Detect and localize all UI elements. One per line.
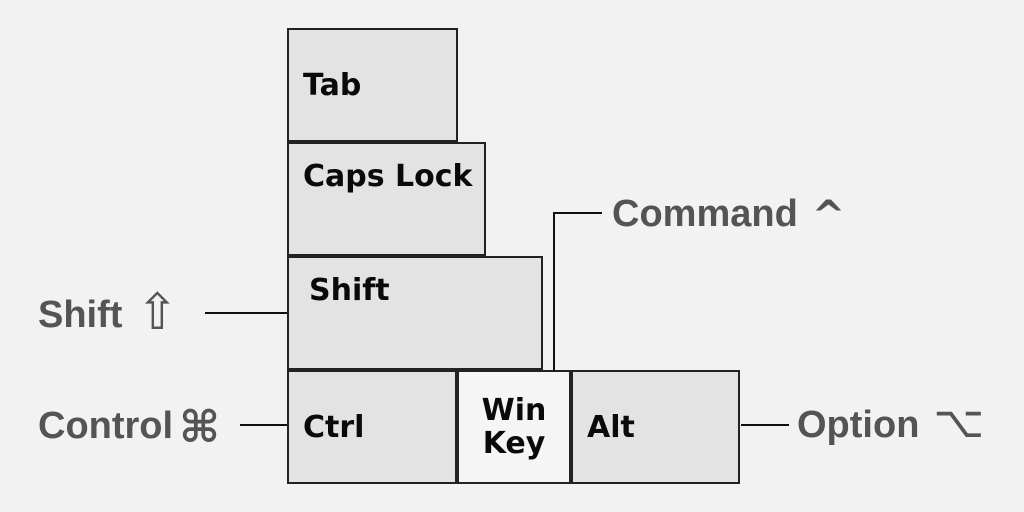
connector-line-option	[741, 424, 789, 426]
option-symbol-icon: ⌥	[933, 397, 985, 448]
annotation-control: Control ⌘	[38, 402, 220, 453]
annotation-shift: Shift ⇧	[38, 283, 179, 341]
key-win: Win Key	[457, 370, 571, 484]
key-tab-label: Tab	[303, 67, 362, 103]
annotation-option: Option ⌥	[797, 397, 985, 448]
annotation-command-text: Command	[612, 193, 798, 235]
connector-line-shift	[205, 312, 287, 314]
shift-arrow-icon: ⇧	[136, 283, 179, 341]
annotation-shift-text: Shift	[38, 294, 123, 336]
annotation-option-text: Option	[797, 404, 920, 446]
key-alt: Alt	[571, 370, 740, 484]
key-win-label-line2: Key	[482, 426, 546, 461]
caret-symbol-icon: ^	[811, 193, 846, 239]
key-tab: Tab	[287, 28, 458, 142]
key-shift: Shift	[287, 256, 543, 370]
connector-line-command-vertical	[553, 212, 555, 372]
command-symbol-icon: ⌘	[179, 402, 220, 453]
key-ctrl: Ctrl	[287, 370, 457, 484]
key-shift-label: Shift	[309, 273, 390, 308]
annotation-command: Command ^	[612, 193, 846, 239]
connector-line-command-horizontal	[553, 212, 602, 214]
key-caps-lock: Caps Lock	[287, 142, 486, 256]
key-ctrl-label: Ctrl	[303, 409, 365, 445]
connector-line-control	[240, 424, 287, 426]
annotation-control-text: Control	[38, 405, 174, 447]
key-alt-label: Alt	[587, 409, 635, 445]
key-caps-lock-label: Caps Lock	[303, 159, 473, 194]
key-win-label-line1: Win	[481, 393, 547, 428]
